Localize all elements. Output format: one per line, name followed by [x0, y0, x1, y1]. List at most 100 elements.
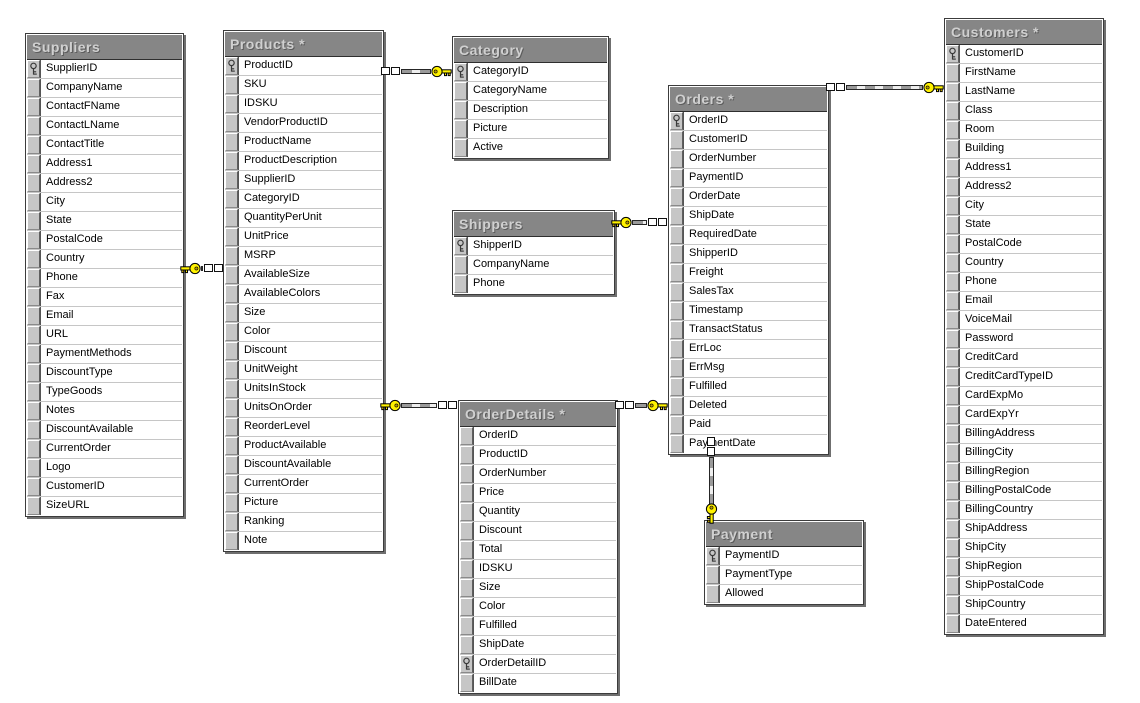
field-row-supplierid[interactable]: SupplierID — [225, 171, 382, 190]
field-row-country[interactable]: Country — [946, 254, 1102, 273]
field-row-fax[interactable]: Fax — [27, 288, 182, 307]
field-row-billdate[interactable]: BillDate — [460, 674, 616, 692]
field-row-ordernumber[interactable]: OrderNumber — [670, 150, 827, 169]
field-row-contactlname[interactable]: ContactLName — [27, 117, 182, 136]
field-row-phone[interactable]: Phone — [27, 269, 182, 288]
table-title[interactable]: Customers * — [946, 20, 1102, 45]
field-row-orderdetailid[interactable]: OrderDetailID — [460, 655, 616, 674]
field-row-phone[interactable]: Phone — [454, 275, 613, 293]
field-row-cardexpmo[interactable]: CardExpMo — [946, 387, 1102, 406]
field-row-ranking[interactable]: Ranking — [225, 513, 382, 532]
field-row-discount[interactable]: Discount — [225, 342, 382, 361]
field-row-note[interactable]: Note — [225, 532, 382, 550]
field-row-paymenttype[interactable]: PaymentType — [706, 566, 862, 585]
field-row-categoryid[interactable]: CategoryID — [225, 190, 382, 209]
field-row-unitsonorder[interactable]: UnitsOnOrder — [225, 399, 382, 418]
field-row-active[interactable]: Active — [454, 139, 607, 157]
field-row-categoryid[interactable]: CategoryID — [454, 63, 607, 82]
field-row-companyname[interactable]: CompanyName — [27, 79, 182, 98]
table-title[interactable]: Shippers — [454, 212, 613, 237]
field-row-categoryname[interactable]: CategoryName — [454, 82, 607, 101]
relationship-customers-orders[interactable] — [825, 80, 944, 94]
field-row-billingaddress[interactable]: BillingAddress — [946, 425, 1102, 444]
field-row-freight[interactable]: Freight — [670, 264, 827, 283]
field-row-timestamp[interactable]: Timestamp — [670, 302, 827, 321]
table-title[interactable]: Suppliers — [27, 35, 182, 60]
field-row-fulfilled[interactable]: Fulfilled — [460, 617, 616, 636]
field-row-msrp[interactable]: MSRP — [225, 247, 382, 266]
field-row-sizeurl[interactable]: SizeURL — [27, 497, 182, 515]
field-row-discount[interactable]: Discount — [460, 522, 616, 541]
field-row-city[interactable]: City — [946, 197, 1102, 216]
table-title[interactable]: Category — [454, 38, 607, 63]
field-row-billingpostalcode[interactable]: BillingPostalCode — [946, 482, 1102, 501]
relationship-shippers-orders[interactable] — [611, 215, 668, 229]
field-row-shippostalcode[interactable]: ShipPostalCode — [946, 577, 1102, 596]
field-row-phone[interactable]: Phone — [946, 273, 1102, 292]
field-row-quantity[interactable]: Quantity — [460, 503, 616, 522]
field-row-logo[interactable]: Logo — [27, 459, 182, 478]
field-row-email[interactable]: Email — [27, 307, 182, 326]
field-row-quantityperunit[interactable]: QuantityPerUnit — [225, 209, 382, 228]
field-row-picture[interactable]: Picture — [225, 494, 382, 513]
field-row-customerid[interactable]: CustomerID — [27, 478, 182, 497]
field-row-billingregion[interactable]: BillingRegion — [946, 463, 1102, 482]
field-row-building[interactable]: Building — [946, 140, 1102, 159]
field-row-firstname[interactable]: FirstName — [946, 64, 1102, 83]
field-row-errmsg[interactable]: ErrMsg — [670, 359, 827, 378]
field-row-unitsinstock[interactable]: UnitsInStock — [225, 380, 382, 399]
field-row-address1[interactable]: Address1 — [27, 155, 182, 174]
field-row-room[interactable]: Room — [946, 121, 1102, 140]
field-row-state[interactable]: State — [27, 212, 182, 231]
field-row-idsku[interactable]: IDSKU — [460, 560, 616, 579]
field-row-unitweight[interactable]: UnitWeight — [225, 361, 382, 380]
field-row-size[interactable]: Size — [460, 579, 616, 598]
field-row-paid[interactable]: Paid — [670, 416, 827, 435]
field-row-transactstatus[interactable]: TransactStatus — [670, 321, 827, 340]
relationship-products-orderdetails[interactable] — [380, 398, 458, 412]
field-row-requireddate[interactable]: RequiredDate — [670, 226, 827, 245]
field-row-city[interactable]: City — [27, 193, 182, 212]
field-row-password[interactable]: Password — [946, 330, 1102, 349]
relationship-suppliers-products[interactable] — [180, 261, 223, 275]
field-row-postalcode[interactable]: PostalCode — [27, 231, 182, 250]
field-row-shipperid[interactable]: ShipperID — [454, 237, 613, 256]
field-row-productdescription[interactable]: ProductDescription — [225, 152, 382, 171]
field-row-shipaddress[interactable]: ShipAddress — [946, 520, 1102, 539]
field-row-address2[interactable]: Address2 — [27, 174, 182, 193]
field-row-contactfname[interactable]: ContactFName — [27, 98, 182, 117]
field-row-productavailable[interactable]: ProductAvailable — [225, 437, 382, 456]
field-row-shipperid[interactable]: ShipperID — [670, 245, 827, 264]
field-row-address2[interactable]: Address2 — [946, 178, 1102, 197]
field-row-shipcity[interactable]: ShipCity — [946, 539, 1102, 558]
field-row-paymentid[interactable]: PaymentID — [670, 169, 827, 188]
field-row-productid[interactable]: ProductID — [225, 57, 382, 76]
field-row-orderdate[interactable]: OrderDate — [670, 188, 827, 207]
field-row-paymentmethods[interactable]: PaymentMethods — [27, 345, 182, 364]
field-row-address1[interactable]: Address1 — [946, 159, 1102, 178]
field-row-shipcountry[interactable]: ShipCountry — [946, 596, 1102, 615]
field-row-salestax[interactable]: SalesTax — [670, 283, 827, 302]
field-row-state[interactable]: State — [946, 216, 1102, 235]
field-row-creditcard[interactable]: CreditCard — [946, 349, 1102, 368]
field-row-idsku[interactable]: IDSKU — [225, 95, 382, 114]
field-row-availablecolors[interactable]: AvailableColors — [225, 285, 382, 304]
field-row-paymentdate[interactable]: PaymentDate — [670, 435, 827, 453]
field-row-url[interactable]: URL — [27, 326, 182, 345]
field-row-postalcode[interactable]: PostalCode — [946, 235, 1102, 254]
field-row-shipregion[interactable]: ShipRegion — [946, 558, 1102, 577]
field-row-country[interactable]: Country — [27, 250, 182, 269]
field-row-discounttype[interactable]: DiscountType — [27, 364, 182, 383]
field-row-currentorder[interactable]: CurrentOrder — [225, 475, 382, 494]
field-row-unitprice[interactable]: UnitPrice — [225, 228, 382, 247]
field-row-currentorder[interactable]: CurrentOrder — [27, 440, 182, 459]
field-row-supplierid[interactable]: SupplierID — [27, 60, 182, 79]
field-row-paymentid[interactable]: PaymentID — [706, 547, 862, 566]
field-row-sku[interactable]: SKU — [225, 76, 382, 95]
field-row-contacttitle[interactable]: ContactTitle — [27, 136, 182, 155]
